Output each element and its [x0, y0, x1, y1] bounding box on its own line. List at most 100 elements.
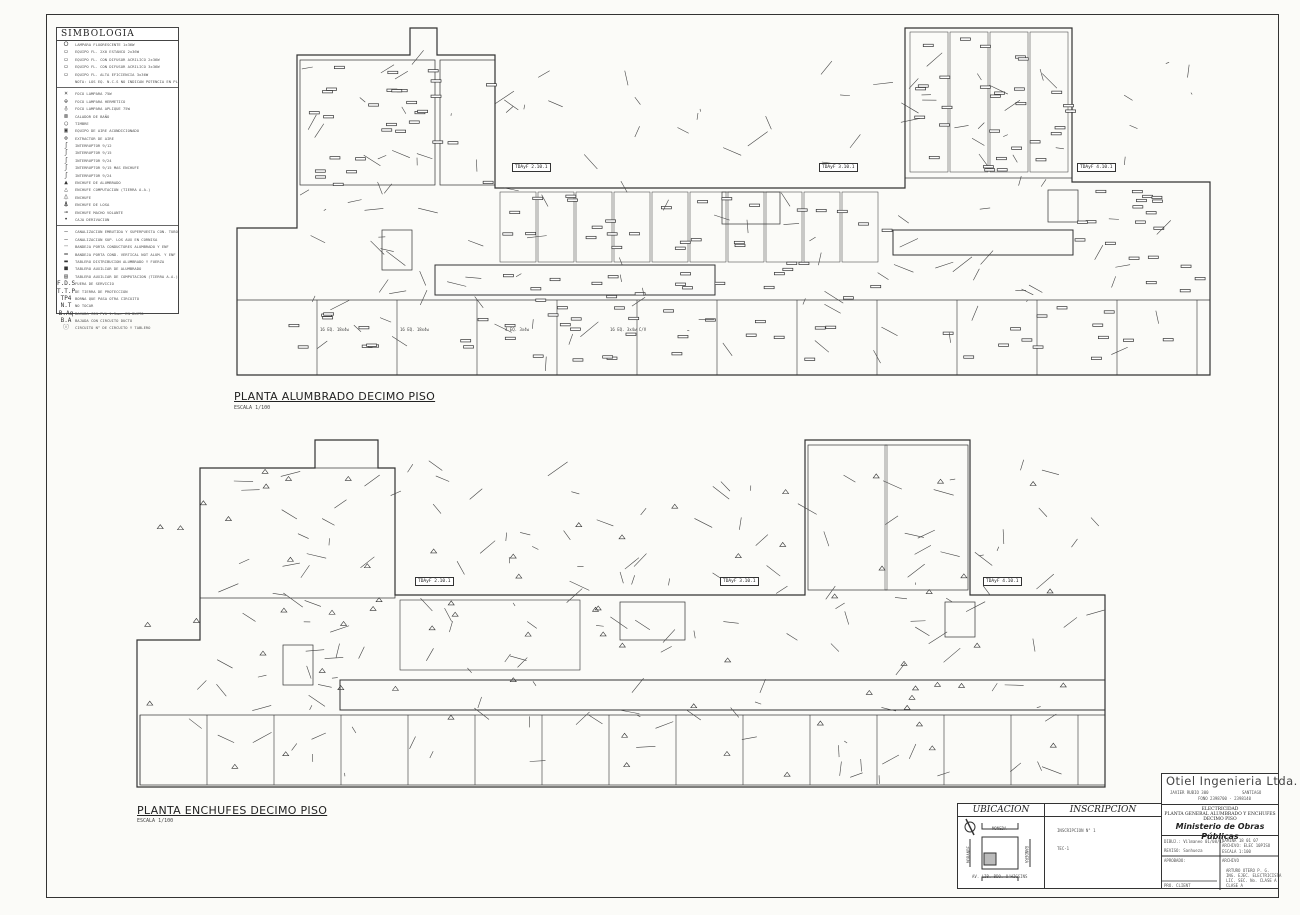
wire: [291, 743, 298, 751]
light-fixture: [714, 281, 726, 285]
drawing-description: ELECTRICIDAD PLANTA GENERAL ALUMBRADO Y …: [1162, 805, 1278, 841]
wire: [662, 629, 676, 643]
engineer-title: ING. EJEC. ELECTRICISTA: [1226, 873, 1282, 878]
legend-label: ENCHUFE COMPUTACION (TIERRA A.A.): [75, 187, 151, 193]
switch-icon: ʃ: [64, 171, 68, 179]
conduit-icon: ═: [64, 250, 68, 258]
lamp-icon: ♁: [64, 105, 68, 113]
wire: [940, 551, 960, 557]
wire: [1063, 617, 1078, 628]
light-fixture: [591, 225, 603, 229]
light-fixture: [628, 316, 640, 321]
light-fixture: [1145, 211, 1157, 215]
outlet-symbol: [176, 525, 185, 531]
light-fixture: [430, 94, 442, 98]
light-fixture: [567, 198, 578, 202]
wire: [814, 340, 830, 353]
wire: [978, 554, 984, 557]
light-fixture: [1123, 338, 1134, 342]
wire: [642, 287, 645, 297]
wire: [755, 534, 769, 546]
outlet-symbol: [723, 750, 731, 756]
room: [381, 229, 413, 271]
wire: [1004, 684, 1024, 686]
wire: [720, 481, 731, 492]
wire: [447, 281, 467, 287]
legend-item: ■TABLERO AUXILIAR DE ALUMBRADO: [57, 265, 178, 272]
outlet-symbol: [908, 694, 916, 700]
light-fixture: [611, 245, 623, 250]
legend-label: CIRCUITO N° DE CIRCUITO Y TABLERO: [75, 325, 151, 331]
light-fixture: [549, 277, 561, 282]
street-ohiggins: AV. LIB. BDO. O'HIGGINS: [972, 874, 1028, 879]
light-fixture: [326, 87, 337, 91]
light-fixture: [355, 157, 366, 161]
wire: [300, 565, 310, 578]
wire: [943, 647, 961, 663]
text-icon: F.D.S: [57, 280, 76, 288]
outlet-symbol: [192, 617, 200, 623]
lighting-plan-title: PLANTA ALUMBRADO DECIMO PISO: [234, 390, 436, 403]
wire: [347, 199, 362, 203]
wire: [306, 553, 327, 559]
wire: [505, 106, 514, 113]
wire: [416, 153, 433, 160]
wire: [873, 82, 893, 85]
wire: [568, 333, 573, 345]
light-fixture: [1162, 338, 1174, 342]
legend-divider: [57, 225, 178, 227]
wire: [802, 298, 806, 305]
light-fixture: [682, 286, 693, 290]
outlet-symbol: [925, 589, 933, 594]
outlet-symbol: [156, 524, 164, 529]
wire: [1094, 245, 1104, 260]
outlet-symbol: [911, 685, 920, 691]
light-fixture: [525, 231, 536, 236]
wire: [901, 102, 919, 114]
wire: [563, 530, 571, 540]
wire: [311, 295, 316, 303]
outlet-symbol: [284, 475, 293, 481]
light-fixture: [774, 272, 785, 276]
office-row: [139, 714, 1106, 786]
panel-tag: TDAyF 4.10.1: [1077, 163, 1116, 172]
outlet-symbol: [734, 553, 742, 558]
wire: [635, 619, 651, 630]
outlet-symbol: [671, 503, 679, 509]
wire: [233, 480, 254, 482]
legend-item: ◯TIMBRE: [57, 120, 178, 127]
wire: [974, 552, 993, 566]
wire: [823, 531, 830, 547]
wire: [946, 597, 953, 603]
wire: [965, 601, 986, 612]
legend-item: ▣EQUIPO DE AIRE ACONDICIONADO: [57, 127, 178, 134]
light-fixture: [1135, 220, 1146, 224]
wire: [899, 238, 919, 248]
wire: [527, 621, 537, 629]
light-fixture: [391, 89, 403, 93]
light-fixture: [996, 156, 1007, 161]
wire: [426, 648, 434, 661]
outlet-symbol: [618, 642, 626, 648]
wire: [928, 631, 948, 645]
light-fixture: [915, 87, 926, 91]
light-fixture: [1095, 189, 1107, 194]
legend-item: ▭EQUIPO FL. 2X0 ESTANCO 2x36W: [57, 48, 178, 55]
inscripcion-box: INSCRIPCION INSCRIPCION N° 1 TEC-1: [1044, 803, 1162, 889]
wire: [797, 503, 817, 515]
wire: [973, 268, 980, 281]
wire: [532, 319, 534, 329]
light-fixture: [607, 275, 619, 279]
room: [537, 191, 575, 263]
wire: [741, 736, 757, 740]
light-fixture: [1092, 323, 1104, 327]
street-morande: MORANDE: [965, 846, 971, 863]
light-fixture: [836, 209, 848, 214]
engineer-class: CLASE A: [1226, 883, 1243, 888]
wire: [971, 138, 985, 146]
outlet-symbol: [928, 745, 936, 751]
light-fixture: [1032, 345, 1044, 349]
